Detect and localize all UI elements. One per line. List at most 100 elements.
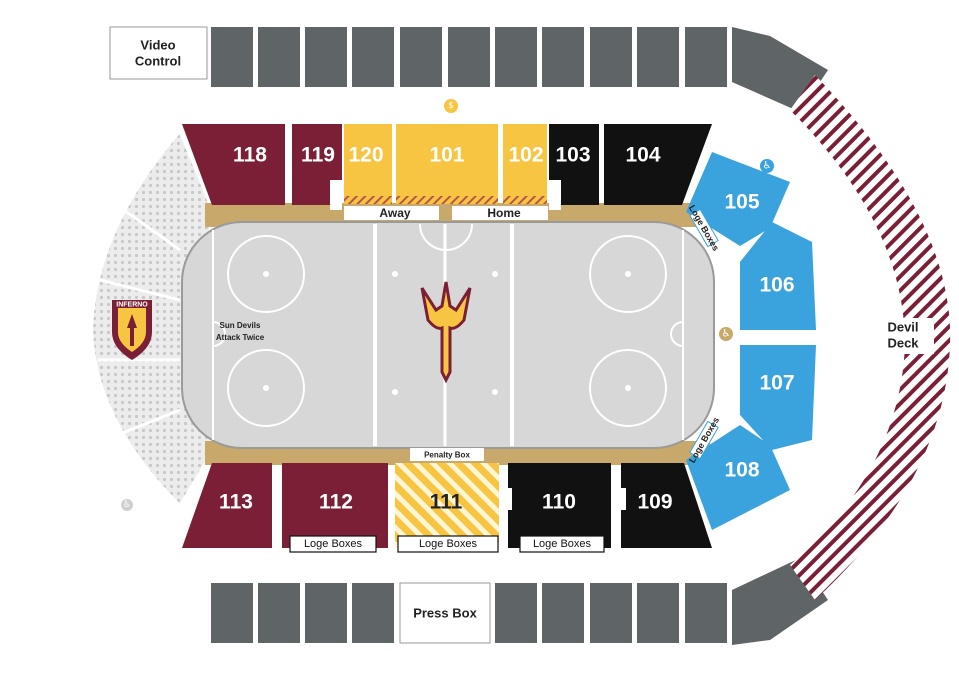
- gray-block: [542, 583, 584, 643]
- svg-text:♿: ♿: [722, 329, 731, 340]
- penalty-box-label: Penalty Box: [424, 451, 470, 460]
- section-106-label: 106: [759, 274, 794, 297]
- sun-devils-label-1: Sun Devils: [220, 321, 261, 330]
- inferno-logo: INFERNO: [112, 300, 152, 360]
- gray-block: [258, 27, 300, 87]
- faceoff-dot: [263, 385, 269, 391]
- section-103[interactable]: 103: [549, 124, 599, 210]
- section-108-label: 108: [724, 459, 759, 482]
- faceoff-circle: [227, 235, 305, 313]
- penalty-box: Penalty Box: [410, 448, 484, 461]
- section-109[interactable]: 109: [614, 463, 712, 548]
- gray-block: [495, 583, 537, 643]
- section-105-label: 105: [724, 191, 759, 214]
- section-103-label: 103: [555, 144, 590, 167]
- loge-box-110[interactable]: Loge Boxes: [519, 535, 605, 553]
- gray-block: [305, 583, 347, 643]
- home-label: Home: [487, 206, 521, 220]
- gray-block: [542, 27, 584, 87]
- section-118[interactable]: 118: [182, 124, 285, 205]
- section-120[interactable]: 120: [344, 124, 392, 204]
- gray-block: [400, 27, 442, 87]
- section-101[interactable]: 101: [396, 124, 498, 204]
- gray-block: [305, 27, 347, 87]
- section-107[interactable]: 107: [740, 345, 816, 450]
- video-control-label-2: Control: [135, 54, 181, 69]
- loge-box-111-label: Loge Boxes: [419, 538, 478, 550]
- section-107-label: 107: [759, 372, 794, 395]
- section-120-label: 120: [348, 144, 383, 167]
- gray-block: [352, 583, 394, 643]
- upper-concourse-blocks-top: [211, 27, 828, 112]
- section-110-label: 110: [542, 491, 576, 514]
- section-112[interactable]: 112: [282, 463, 388, 548]
- pitchfork-logo: [420, 281, 472, 384]
- gray-block: [258, 583, 300, 643]
- faceoff-dot: [625, 271, 631, 277]
- devil-deck-label-1: Devil: [887, 320, 918, 335]
- goal-crease-right: [670, 321, 684, 347]
- gray-block: [211, 27, 253, 87]
- section-102[interactable]: 102: [503, 124, 547, 204]
- section-104-label: 104: [625, 144, 660, 167]
- section-106[interactable]: 106: [740, 222, 816, 330]
- section-101-label: 101: [429, 144, 464, 167]
- video-control-label-1: Video: [140, 38, 175, 53]
- section-108[interactable]: 108: [686, 425, 790, 530]
- gray-block: [637, 583, 679, 643]
- away-label: Away: [379, 206, 410, 220]
- inferno-label: INFERNO: [116, 302, 148, 309]
- svg-text:$: $: [448, 101, 454, 111]
- gray-block: [685, 27, 727, 87]
- section-104[interactable]: 104: [604, 124, 712, 205]
- neutral-dot: [492, 389, 498, 395]
- wheelchair-icon: ♿: [121, 499, 133, 511]
- dollar-icon: $: [444, 99, 458, 113]
- gray-block: [637, 27, 679, 87]
- neutral-dot: [392, 271, 398, 277]
- referee-crease: [419, 223, 473, 251]
- faceoff-dot: [263, 271, 269, 277]
- section-113-label: 113: [219, 491, 253, 514]
- section-112-label: 112: [319, 491, 353, 514]
- wheelchair-icon: ♿: [760, 159, 774, 173]
- gray-block: [448, 27, 490, 87]
- gray-block: [590, 583, 632, 643]
- section-105[interactable]: 105: [686, 152, 790, 246]
- gray-block: [590, 27, 632, 87]
- section-113[interactable]: 113: [182, 463, 272, 548]
- upper-concourse-blocks-bottom: [211, 558, 828, 645]
- faceoff-circle: [589, 235, 667, 313]
- section-111[interactable]: 111: [395, 463, 499, 548]
- neutral-dot: [492, 271, 498, 277]
- devil-deck[interactable]: Devil Deck: [790, 75, 951, 600]
- section-102-label: 102: [508, 144, 543, 167]
- section-111-label: 111: [430, 491, 463, 514]
- press-box: Press Box: [399, 582, 491, 644]
- press-box-label: Press Box: [413, 606, 477, 621]
- home-bench: Home: [452, 206, 548, 220]
- wheelchair-icon: ♿: [719, 327, 733, 341]
- faceoff-dot: [625, 385, 631, 391]
- goal-crease-left: [212, 321, 226, 347]
- loge-box-112-label: Loge Boxes: [304, 538, 363, 550]
- gray-block: [352, 27, 394, 87]
- gray-block: [685, 583, 727, 643]
- neutral-dot: [392, 389, 398, 395]
- svg-text:♿: ♿: [763, 161, 772, 172]
- loge-box-111[interactable]: Loge Boxes: [397, 535, 499, 553]
- section-109-label: 109: [637, 491, 672, 514]
- faceoff-circle: [227, 349, 305, 427]
- devil-deck-label-2: Deck: [887, 336, 919, 351]
- section-118-label: 118: [233, 144, 267, 167]
- video-control-box: Video Control: [109, 26, 208, 80]
- section-110[interactable]: 110: [500, 463, 611, 548]
- away-bench: Away: [344, 206, 439, 220]
- section-119[interactable]: 119: [292, 124, 342, 210]
- section-119-label: 119: [301, 144, 335, 167]
- loge-box-112[interactable]: Loge Boxes: [289, 535, 377, 553]
- svg-text:♿: ♿: [123, 500, 131, 510]
- gray-block: [495, 27, 537, 87]
- gray-block: [211, 583, 253, 643]
